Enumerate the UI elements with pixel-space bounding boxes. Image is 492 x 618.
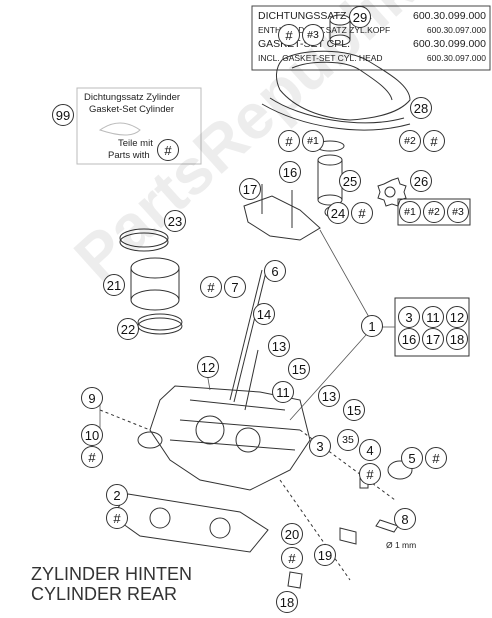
title-line-1: ZYLINDER HINTEN [31, 564, 193, 584]
callout-13[interactable]: 13 [318, 385, 340, 407]
head-gasket-drawing [111, 493, 269, 553]
header-row-number: 600.30.097.000 [426, 25, 486, 35]
callout-15[interactable]: 15 [343, 399, 365, 421]
header-row-number: 600.30.099.000 [413, 10, 486, 22]
callout-10[interactable]: 10 [81, 424, 103, 446]
callout-5[interactable]: 5 [401, 447, 423, 469]
callout-hash[interactable]: # [425, 447, 447, 469]
callout-12[interactable]: 12 [197, 356, 219, 378]
header-row-2: ENTHÄLT DICHT.SATZ ZYL.KOPF 600.30.097.0… [258, 24, 486, 37]
group-callout-11[interactable]: 11 [422, 306, 444, 328]
small-parts-drawing [287, 460, 413, 589]
group-callout-18[interactable]: 18 [446, 328, 468, 350]
info-line-4: Parts with [108, 150, 150, 161]
callout-20[interactable]: 20 [281, 523, 303, 545]
callout-23[interactable]: 23 [164, 210, 186, 232]
info-line-1: Dichtungssatz Zylinder [84, 92, 181, 103]
group-callout-12[interactable]: 12 [446, 306, 468, 328]
callout-2[interactable]: 2 [106, 484, 128, 506]
group26-callout-h2[interactable]: #2 [423, 201, 445, 223]
info-line-3: Teile mit [118, 138, 153, 149]
title-line-2: CYLINDER REAR [31, 584, 178, 604]
callout-hash[interactable]: # [106, 507, 128, 529]
callout-28[interactable]: 28 [410, 97, 432, 119]
callout-hash[interactable]: # [359, 463, 381, 485]
callout-15[interactable]: 15 [288, 358, 310, 380]
callout-hash-3[interactable]: #3 [302, 24, 324, 46]
callout-4[interactable]: 4 [359, 439, 381, 461]
callout-hash[interactable]: # [81, 446, 103, 468]
callout-18[interactable]: 18 [276, 591, 298, 613]
header-row-number: 600.30.097.000 [426, 53, 486, 63]
callout-6[interactable]: 6 [264, 260, 286, 282]
callout-8[interactable]: 8 [394, 508, 416, 530]
callout-9[interactable]: 9 [81, 387, 103, 409]
info-marker-callout[interactable]: # [157, 139, 179, 161]
callout-hash[interactable]: # [278, 130, 300, 152]
callout-22[interactable]: 22 [117, 318, 139, 340]
group-callout-16[interactable]: 16 [398, 328, 420, 350]
callout-hash[interactable]: # [423, 130, 445, 152]
group26-callout-h1[interactable]: #1 [399, 201, 421, 223]
gasket-sketch-icon [98, 122, 141, 136]
callout-hash[interactable]: # [200, 276, 222, 298]
callout-26[interactable]: 26 [410, 170, 432, 192]
callout-7[interactable]: 7 [224, 276, 246, 298]
callout-hash-2[interactable]: #2 [399, 130, 421, 152]
callout-hash[interactable]: # [278, 24, 300, 46]
callout-1[interactable]: 1 [361, 315, 383, 337]
callout-11[interactable]: 11 [272, 381, 294, 403]
callout-14[interactable]: 14 [253, 303, 275, 325]
callout-16[interactable]: 16 [279, 161, 301, 183]
header-row-label: ENTHÄLT DICHT.SATZ ZYL.KOPF [258, 25, 391, 35]
callout-hash-1[interactable]: #1 [302, 130, 324, 152]
callout-13[interactable]: 13 [268, 335, 290, 357]
callout-99[interactable]: 99 [52, 104, 74, 126]
header-row-number: 600.30.099.000 [413, 38, 486, 50]
group-callout-3[interactable]: 3 [398, 306, 420, 328]
dimension-note: Ø 1 mm [386, 540, 417, 550]
info-box-frame [76, 87, 202, 165]
callout-3[interactable]: 3 [309, 435, 331, 457]
header-row-4: INCL. GASKET-SET CYL. HEAD 600.30.097.00… [258, 52, 486, 65]
header-row-label: DICHTUNGSSATZ KPL. [258, 10, 373, 22]
camshaft-assembly-drawing [243, 140, 407, 241]
callout-24[interactable]: 24 [327, 202, 349, 224]
callout-35[interactable]: 35 [337, 429, 359, 451]
group26-callout-h3[interactable]: #3 [447, 201, 469, 223]
callout-29[interactable]: 29 [349, 6, 371, 28]
callout-hash[interactable]: # [351, 202, 373, 224]
header-row-1: DICHTUNGSSATZ KPL. 600.30.099.000 [258, 10, 486, 23]
callout-17[interactable]: 17 [239, 178, 261, 200]
intake-boot-drawing [119, 228, 183, 335]
callout-19[interactable]: 19 [314, 544, 336, 566]
callout-hash[interactable]: # [281, 547, 303, 569]
callout-21[interactable]: 21 [103, 274, 125, 296]
info-line-2: Gasket-Set Cylinder [89, 104, 175, 115]
header-row-label: INCL. GASKET-SET CYL. HEAD [258, 53, 383, 63]
callout-25[interactable]: 25 [339, 170, 361, 192]
group-callout-17[interactable]: 17 [422, 328, 444, 350]
